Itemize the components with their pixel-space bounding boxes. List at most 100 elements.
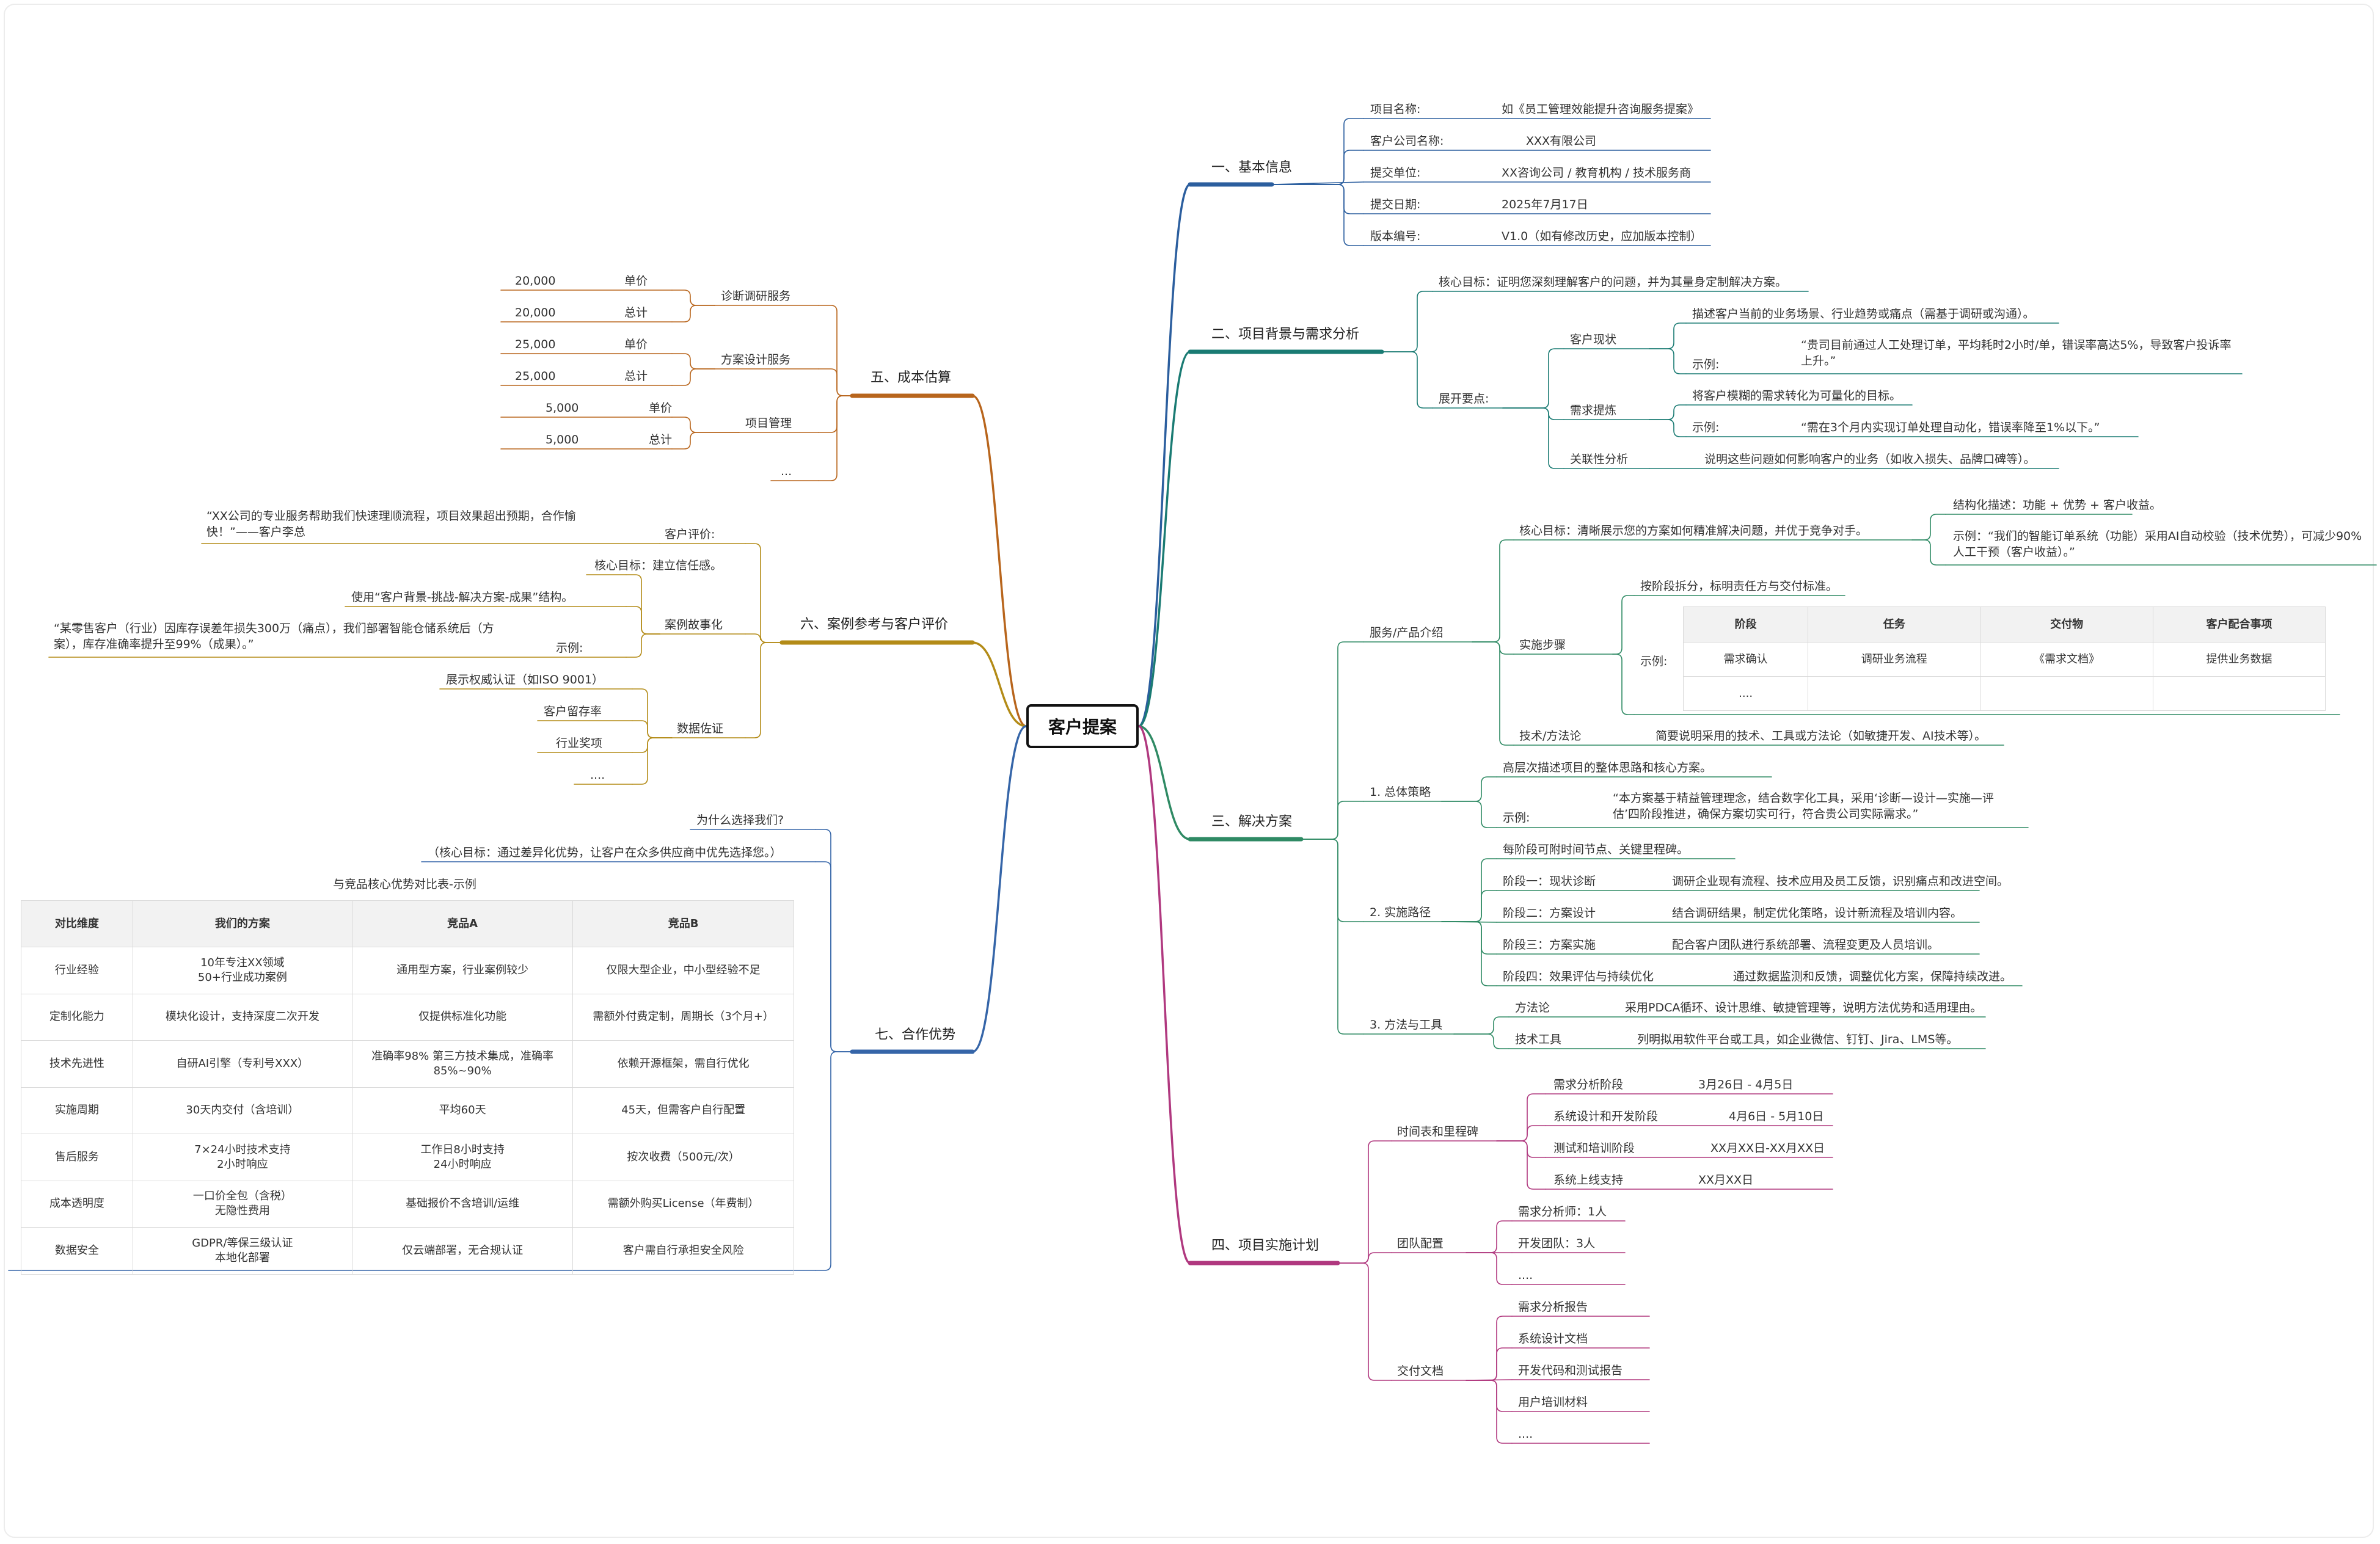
cost-label[interactable]: 总计 xyxy=(649,433,673,446)
milestone-label[interactable]: 系统设计和开发阶段 xyxy=(1553,1110,1659,1123)
phase-label[interactable]: 阶段一：现状诊断 xyxy=(1503,875,1596,888)
basic-label[interactable]: 项目名称: xyxy=(1370,103,1421,116)
overall-strategy[interactable]: 1. 总体策略 xyxy=(1370,785,1431,799)
milestone-value[interactable]: 3月26日 - 4月5日 xyxy=(1698,1078,1794,1091)
cost-group[interactable]: 诊断调研服务 xyxy=(721,290,791,303)
cost-value[interactable]: 25,000 xyxy=(515,338,556,351)
central-topic[interactable]: 客户提案 xyxy=(1026,704,1139,748)
branch-advantage[interactable]: 七、合作优势 xyxy=(875,1027,956,1043)
data-item[interactable]: 展示权威认证（如ISO 9001） xyxy=(446,673,604,686)
cost-group[interactable]: 项目管理 xyxy=(745,417,792,430)
needs-refine[interactable]: 需求提炼 xyxy=(1570,404,1617,417)
tech-desc[interactable]: 简要说明采用的技术、工具或方法论（如敏捷开发、AI技术等）。 xyxy=(1655,729,1987,743)
methodology[interactable]: 方法论 xyxy=(1515,1001,1550,1014)
data-evidence[interactable]: 数据佐证 xyxy=(677,722,724,735)
deliver-item[interactable]: 需求分析报告 xyxy=(1518,1300,1588,1314)
customer-status[interactable]: 客户现状 xyxy=(1570,333,1617,346)
branch-background[interactable]: 二、项目背景与需求分析 xyxy=(1211,327,1360,342)
basic-label[interactable]: 提交日期: xyxy=(1370,198,1421,211)
path-desc[interactable]: 每阶段可附时间节点、关键里程碑。 xyxy=(1503,843,1689,856)
deliver-item[interactable]: 系统设计文档 xyxy=(1518,1332,1588,1346)
why-choose-us[interactable]: 为什么选择我们? xyxy=(696,814,784,827)
phase-desc[interactable]: 配合客户团队进行系统部署、流程变更及人员培训。 xyxy=(1672,938,1940,952)
strategy-desc[interactable]: 高层次描述项目的整体思路和核心方案。 xyxy=(1503,761,1712,774)
status-example-label[interactable]: 示例: xyxy=(1692,358,1720,371)
deliver-item[interactable]: 开发代码和测试报告 xyxy=(1518,1364,1623,1377)
milestone-label[interactable]: 测试和培训阶段 xyxy=(1553,1142,1635,1155)
steps-desc[interactable]: 按阶段拆分，标明责任方与交付标准。 xyxy=(1640,580,1838,593)
milestone-value[interactable]: XX月XX日 xyxy=(1698,1173,1754,1187)
story-example-label[interactable]: 示例: xyxy=(556,641,583,655)
steps-example-label[interactable]: 示例: xyxy=(1640,655,1668,668)
implementation-path[interactable]: 2. 实施路径 xyxy=(1370,906,1431,919)
story-structure[interactable]: 使用“客户背景-挑战-解决方案-成果”结构。 xyxy=(351,591,574,604)
background-expand[interactable]: 展开要点: xyxy=(1439,392,1489,406)
cost-value[interactable]: 20,000 xyxy=(515,274,556,288)
cost-label[interactable]: 单价 xyxy=(649,401,673,415)
basic-value[interactable]: XX咨询公司 / 教育机构 / 技术服务商 xyxy=(1502,166,1691,180)
solution-core-goal[interactable]: 核心目标：清晰展示您的方案如何精准解决问题，并优于竞争对手。 xyxy=(1519,524,1868,537)
cost-label[interactable]: 总计 xyxy=(624,370,648,383)
team-config[interactable]: 团队配置 xyxy=(1397,1237,1444,1250)
branch-plan[interactable]: 四、项目实施计划 xyxy=(1211,1238,1320,1253)
basic-label[interactable]: 提交单位: xyxy=(1370,166,1421,180)
relevance-analysis[interactable]: 关联性分析 xyxy=(1570,453,1629,466)
tools-desc[interactable]: 列明拟用软件平台或工具，如企业微信、钉钉、Jira、LMS等。 xyxy=(1637,1033,1958,1046)
case-story[interactable]: 案例故事化 xyxy=(665,618,723,632)
phase-label[interactable]: 阶段四：效果评估与持续优化 xyxy=(1503,970,1654,983)
methods-tools[interactable]: 3. 方法与工具 xyxy=(1370,1018,1443,1032)
cost-label[interactable]: 总计 xyxy=(624,306,648,319)
cost-value[interactable]: 25,000 xyxy=(515,370,556,383)
strategy-example[interactable]: “本方案基于精益管理理念，结合数字化工具，采用‘诊断—设计—实施—评估’四阶段推… xyxy=(1613,792,1994,821)
milestone-label[interactable]: 需求分析阶段 xyxy=(1553,1078,1624,1091)
relevance-desc[interactable]: 说明这些问题如何影响客户的业务（如收入损失、品牌口碑等）。 xyxy=(1704,453,2035,466)
advantage-core-goal[interactable]: （核心目标：通过差异化优势，让客户在众多供应商中优先选择您。） xyxy=(428,846,782,859)
phase-desc[interactable]: 结合调研结果，制定优化策略，设计新流程及培训内容。 xyxy=(1672,906,1963,920)
cost-value[interactable]: 20,000 xyxy=(515,306,556,319)
compare-table-title[interactable]: 与竞品核心优势对比表-示例 xyxy=(333,878,476,891)
phase-label[interactable]: 阶段二：方案设计 xyxy=(1503,906,1596,920)
background-core-goal[interactable]: 核心目标：证明您深刻理解客户的问题，并为其量身定制解决方案。 xyxy=(1439,275,1787,289)
cost-label[interactable]: 单价 xyxy=(624,338,648,351)
methodology-desc[interactable]: 采用PDCA循环、设计思维、敏捷管理等，说明方法优势和适用理由。 xyxy=(1625,1001,1982,1014)
deliver-item[interactable]: 用户培训材料 xyxy=(1518,1396,1588,1409)
phase-desc[interactable]: 通过数据监测和反馈，调整优化方案，保障持续改进。 xyxy=(1733,970,2012,983)
deliver-docs[interactable]: 交付文档 xyxy=(1397,1364,1444,1378)
status-desc[interactable]: 描述客户当前的业务场景、行业趋势或痛点（需基于调研或沟通）。 xyxy=(1692,307,2035,321)
review-quote[interactable]: “XX公司的专业服务帮助我们快速理顺流程，项目效果超出预期，合作愉快！”——客户… xyxy=(206,509,576,539)
phase-label[interactable]: 阶段三：方案实施 xyxy=(1503,938,1596,952)
strategy-example-label[interactable]: 示例: xyxy=(1503,811,1530,825)
data-item[interactable]: 客户留存率 xyxy=(544,705,602,718)
data-item[interactable]: .... xyxy=(590,768,605,782)
structured-desc[interactable]: 结构化描述：功能 + 优势 + 客户收益。 xyxy=(1953,498,2161,512)
deliver-item[interactable]: .... xyxy=(1518,1427,1533,1441)
team-item[interactable]: 开发团队：3人 xyxy=(1518,1237,1596,1250)
basic-value[interactable]: 如《员工管理效能提升咨询服务提案》 xyxy=(1502,103,1699,116)
basic-value[interactable]: 2025年7月17日 xyxy=(1502,198,1588,211)
milestone-value[interactable]: 4月6日 - 5月10日 xyxy=(1729,1110,1824,1123)
basic-label[interactable]: 客户公司名称: xyxy=(1370,134,1444,148)
milestone-label[interactable]: 系统上线支持 xyxy=(1553,1173,1624,1187)
milestone-value[interactable]: XX月XX日-XX月XX日 xyxy=(1710,1142,1825,1155)
story-core-goal[interactable]: 核心目标：建立信任感。 xyxy=(594,559,723,572)
needs-example[interactable]: “需在3个月内实现订单处理自动化，错误率降至1%以下。” xyxy=(1801,421,2100,434)
branch-solution[interactable]: 三、解决方案 xyxy=(1211,814,1293,829)
cost-label[interactable]: 单价 xyxy=(624,274,648,288)
team-item[interactable]: 需求分析师：1人 xyxy=(1518,1205,1607,1218)
cost-group[interactable]: 方案设计服务 xyxy=(721,353,791,366)
branch-cases[interactable]: 六、案例参考与客户评价 xyxy=(800,617,949,632)
needs-example-label[interactable]: 示例: xyxy=(1692,421,1720,434)
cost-value[interactable]: 5,000 xyxy=(546,401,579,415)
tech-methodology[interactable]: 技术/方法论 xyxy=(1519,729,1582,743)
needs-desc[interactable]: 将客户模糊的需求转化为可量化的目标。 xyxy=(1692,389,1902,402)
team-item[interactable]: .... xyxy=(1518,1269,1533,1282)
branch-basic-info[interactable]: 一、基本信息 xyxy=(1211,160,1293,175)
tech-tools[interactable]: 技术工具 xyxy=(1515,1033,1562,1046)
data-item[interactable]: 行业奖项 xyxy=(556,737,603,750)
implementation-steps[interactable]: 实施步骤 xyxy=(1519,638,1566,652)
phase-desc[interactable]: 调研企业现有流程、技术应用及员工反馈，识别痛点和改进空间。 xyxy=(1672,875,2009,888)
service-intro[interactable]: 服务/产品介绍 xyxy=(1370,626,1444,639)
story-example[interactable]: “某零售客户（行业）因库存误差年损失300万（痛点），我们部署智能仓储系统后（方… xyxy=(54,622,494,651)
basic-label[interactable]: 版本编号: xyxy=(1370,230,1421,243)
cost-more[interactable]: ... xyxy=(781,465,792,478)
